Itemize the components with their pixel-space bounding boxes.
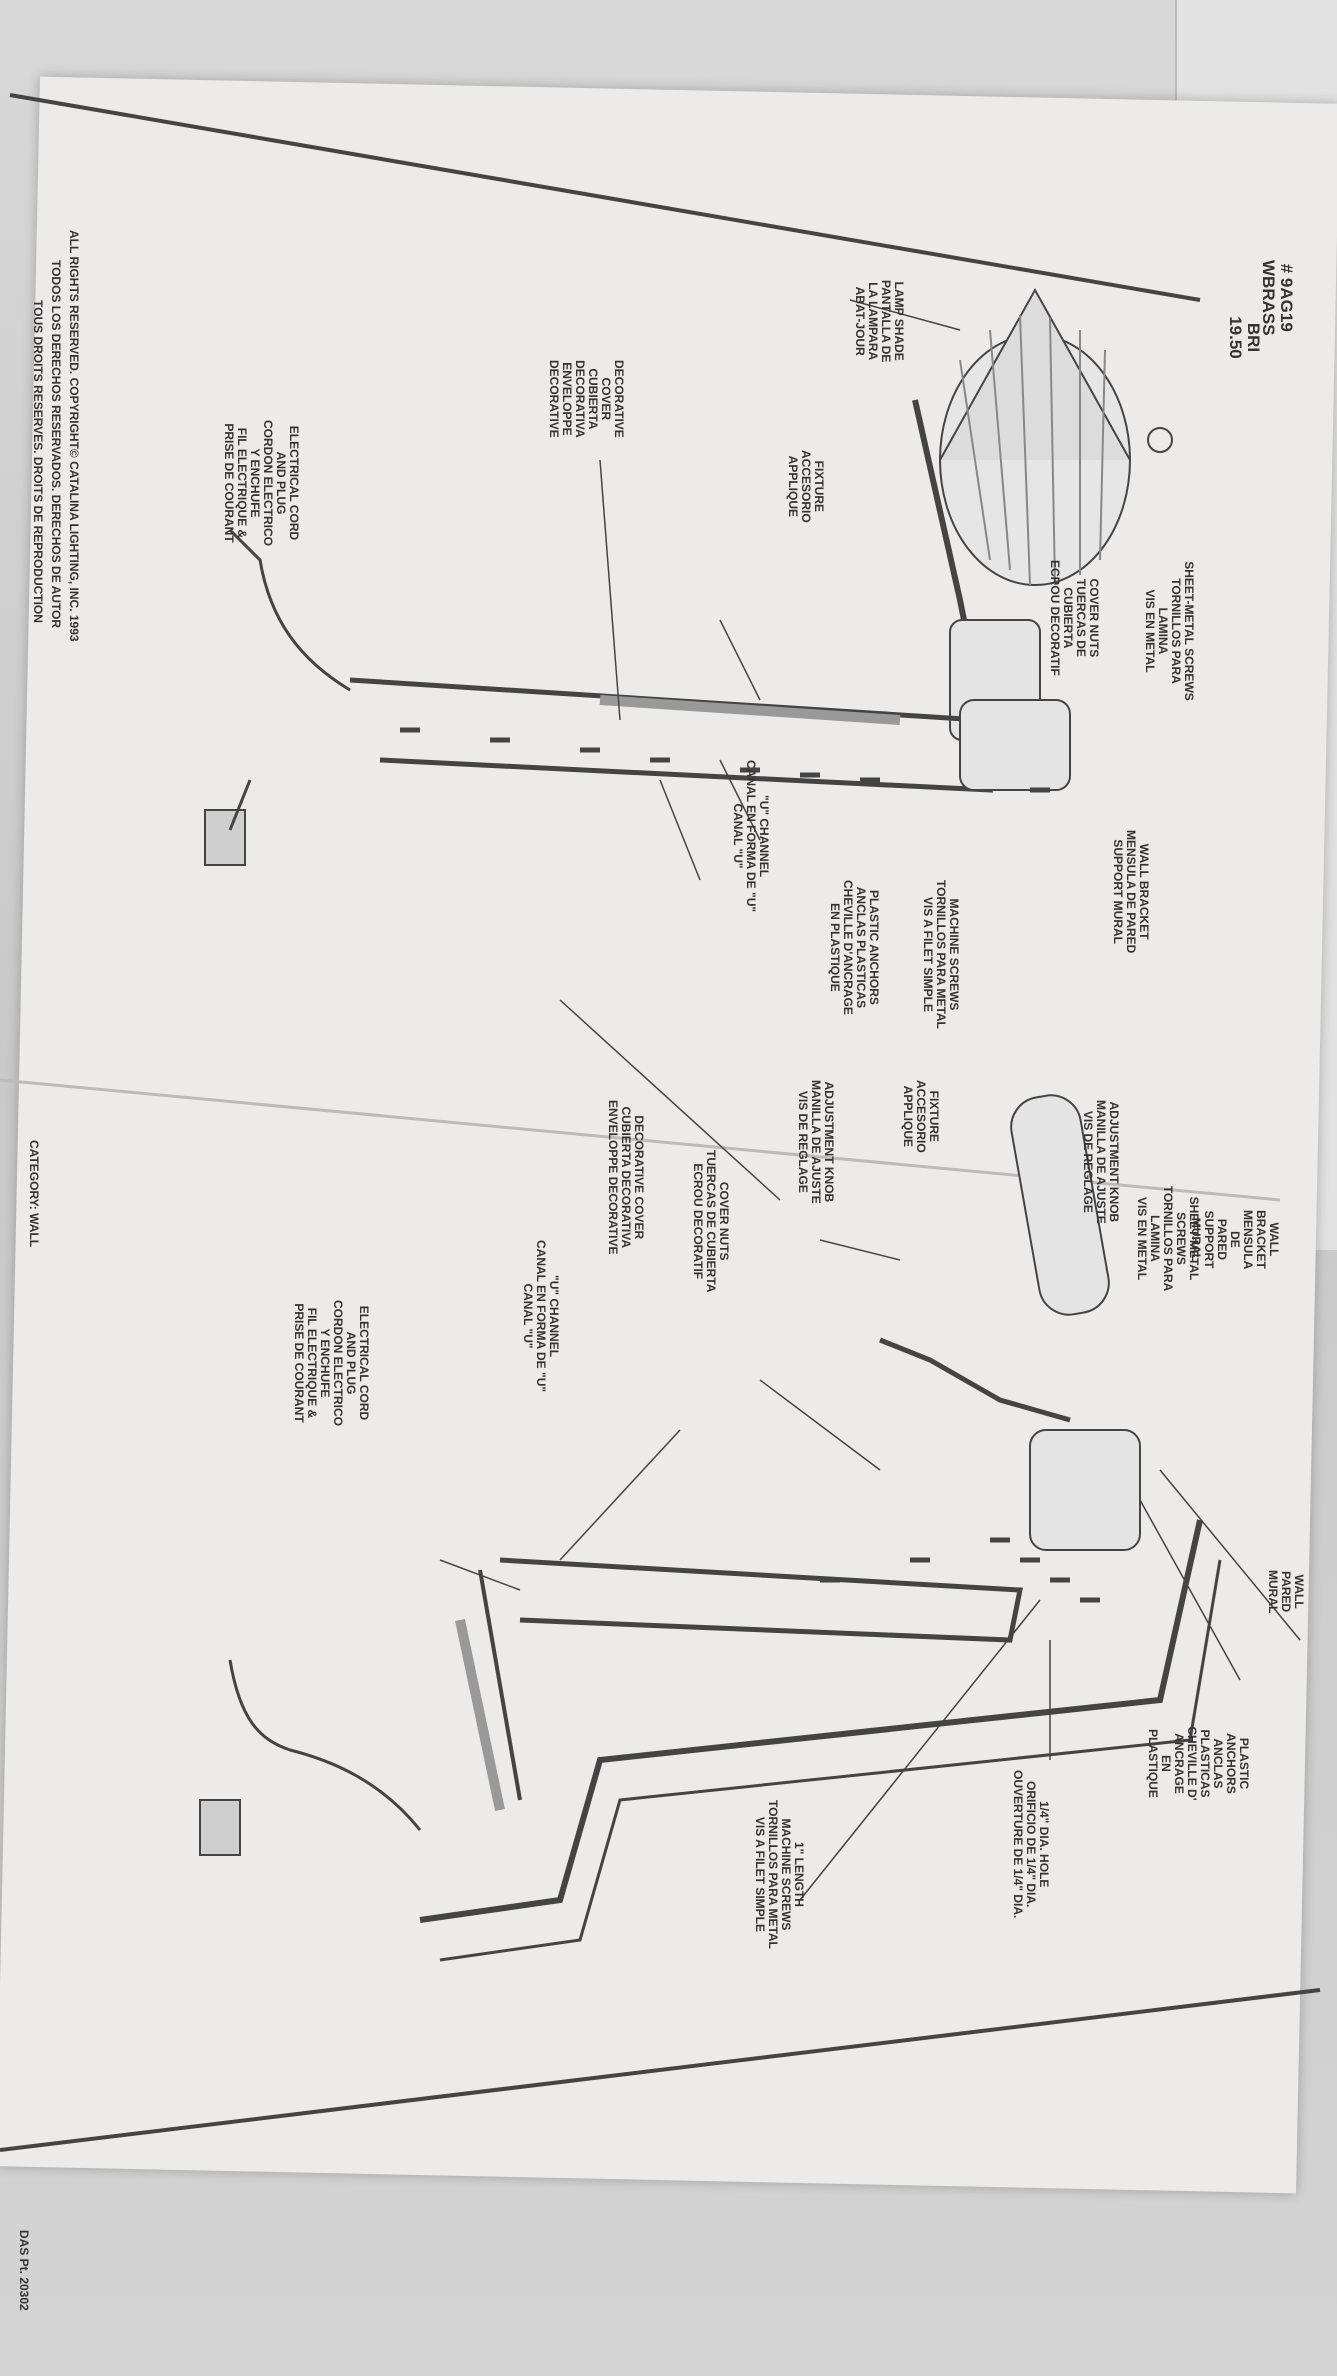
right-wall — [419, 1519, 1203, 1923]
copyright-line-3: TOUS DROITS RESERVES. DROITS DE REPRODUC… — [31, 300, 45, 623]
left-screws — [400, 727, 1050, 793]
sheet-top-border — [9, 93, 1201, 302]
left-wall-bracket — [959, 699, 1071, 791]
header-code-2: BRI 19.50 — [1226, 316, 1263, 359]
right-label-adjustment-knob: ADJUSTMENT KNOB MANILLA DE AJUSTE VIS DE… — [796, 1080, 836, 1204]
copyright-line-1: ALL RIGHTS RESERVED. COPYRIGHT© CATALINA… — [67, 230, 81, 642]
left-label-plastic-anchors: PLASTIC ANCHORS ANCLAS PLASTICAS CHEVILL… — [828, 880, 881, 1015]
left-cord — [228, 528, 351, 692]
left-label-cover-nuts: COVER NUTS TUERCAS DE CUBIERTA ECROU DEC… — [1048, 560, 1101, 676]
right-wall-bracket — [1029, 1429, 1141, 1551]
copyright-line-2: TODOS LOS DERECHOS RESERVADOS. DERECHOS … — [49, 260, 63, 629]
right-label-sheet-metal-screws: SHEET-METAL SCREWS TORNILLOS PARA LAMINA… — [1135, 1185, 1201, 1292]
left-label-lamp-shade: LAMP SHADE PANTALLA DE LA LAMPARA ABAT-J… — [853, 280, 906, 363]
leader-lines — [439, 299, 1301, 1901]
category-label: CATEGORY: WALL — [27, 1140, 41, 1248]
left-label-wall-bracket: WALL BRACKET MENSULA DE PARED SUPPORT MU… — [1111, 830, 1151, 954]
left-label-sheet-metal-screws: SHEET-METAL SCREWS TORNILLOS PARA LAMINA… — [1143, 561, 1196, 701]
right-label-u-channel: "U" CHANNEL CANAL EN FORMA DE "U" CANAL … — [521, 1240, 561, 1393]
right-label-machine-screws: 1" LENGTH MACHINE SCREWS TORNILLOS PARA … — [753, 1800, 806, 1949]
right-label-hole: 1/4" DIA. HOLE ORIFICIO DE 1/4" DIA. OUV… — [1011, 1770, 1051, 1919]
right-label-decorative-cover: DECORATIVE COVER CUBIERTA DECORATIVA ENV… — [606, 1100, 646, 1255]
right-fixture — [1010, 1094, 1110, 1316]
left-label-electrical-cord: ELECTRICAL CORD AND PLUG CORDON ELECTRIC… — [222, 420, 301, 546]
right-label-wall: WALL PARED MURAL — [1266, 1570, 1306, 1614]
right-decorative-cover — [455, 1618, 505, 1812]
right-label-wall-bracket: WALL BRACKET MENSULA DE PARED SUPPORT MU… — [1189, 1210, 1281, 1270]
bottom-code: DAS Pt. 20302 — [17, 2230, 31, 2311]
right-plug — [199, 1799, 241, 1856]
right-label-electrical-cord: ELECTRICAL CORD AND PLUG CORDON ELECTRIC… — [292, 1300, 371, 1426]
right-label-adjustment-knob-top: ADJUSTMENT KNOB MANILLA DE AJUSTE VIS DE… — [1081, 1100, 1121, 1224]
left-label-machine-screws: MACHINE SCREWS TORNILLOS PARA METAL VIS … — [921, 880, 961, 1029]
right-u-channel — [499, 1557, 1024, 1643]
left-label-fixture: FIXTURE ACCESORIO APPLIQUE — [786, 450, 826, 523]
right-label-cover-nuts: COVER NUTS TUERCAS DE CUBIERTA ECROU DEC… — [691, 1150, 731, 1293]
left-plug — [204, 809, 246, 866]
right-label-plastic-anchors: PLASTIC ANCHORS ANCLAS PLASTICAS CHEVILL… — [1146, 1726, 1251, 1801]
left-label-decorative-cover: DECORATIVE COVER CUBIERTA DECORATIVA ENV… — [547, 360, 626, 438]
right-arm — [879, 1337, 1071, 1423]
right-cord — [228, 1659, 422, 1831]
left-u-channel — [349, 677, 993, 793]
right-label-fixture: FIXTURE ACCESORIO APPLIQUE — [901, 1080, 941, 1153]
right-screws — [820, 1537, 1100, 1603]
lamp-shade-drawing — [939, 287, 1173, 586]
left-label-u-channel: "U" CHANNEL CANAL EN FORMA DE "U" CANAL … — [731, 760, 771, 913]
left-decorative-cover — [599, 695, 901, 725]
sheet-bottom-border — [0, 1988, 1321, 2152]
header-code-1: # 9AG19 WBRASS — [1259, 260, 1296, 336]
